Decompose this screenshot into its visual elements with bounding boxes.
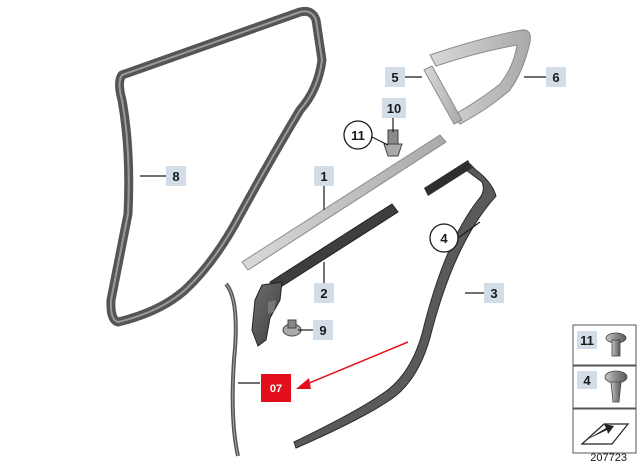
front-seal-part-7 <box>224 282 240 457</box>
highlight-arrow-line <box>301 341 409 387</box>
callout-10-label: 10 <box>387 101 401 116</box>
callout-3: 3 <box>484 283 504 303</box>
legend-4-label: 4 <box>583 373 591 388</box>
screw-icon <box>605 332 627 357</box>
callout-8: 8 <box>166 166 186 186</box>
callout-2: 2 <box>314 283 334 303</box>
legend-11-label: 11 <box>580 333 594 348</box>
highlight-arrow-head-icon <box>296 378 311 389</box>
clip-part-9 <box>282 319 302 337</box>
clip-part-10 <box>383 129 403 157</box>
callout-5: 5 <box>385 67 405 87</box>
callout-6-label: 6 <box>552 70 559 85</box>
callout-4-label: 4 <box>440 231 448 246</box>
callout-6: 6 <box>546 67 566 87</box>
callout-1-label: 1 <box>320 169 327 184</box>
callout-4-circle: 4 <box>429 223 459 253</box>
door-edge-seal-part-3 <box>293 160 497 449</box>
highlight-box <box>261 374 291 402</box>
callout-11-label: 11 <box>351 128 365 143</box>
perspective-arrow-icon <box>580 423 630 445</box>
diagram-number: 207723 <box>590 452 627 464</box>
callout-9: 9 <box>313 320 333 340</box>
callout-5-label: 5 <box>391 70 398 85</box>
highlight-marker: 07 <box>261 341 409 402</box>
inner-weatherstrip-part-2 <box>251 203 399 347</box>
leader-lines <box>140 76 546 384</box>
callout-9-label: 9 <box>319 323 326 338</box>
callout-10: 10 <box>382 98 406 118</box>
highlight-label: 07 <box>270 383 282 395</box>
window-trim-part-6 <box>429 29 531 125</box>
trim-strip-part-5 <box>423 65 463 125</box>
door-frame-seal-part-8 <box>106 6 327 327</box>
callout-2-label: 2 <box>320 286 327 301</box>
clip-rivet-icon <box>604 370 628 403</box>
callout-11-circle: 11 <box>343 120 373 150</box>
callout-1: 1 <box>314 166 334 186</box>
weatherstrip-part-1 <box>241 134 447 271</box>
callout-3-label: 3 <box>490 286 497 301</box>
callout-8-label: 8 <box>172 169 179 184</box>
fastener-legend: 11 4 <box>572 324 637 454</box>
